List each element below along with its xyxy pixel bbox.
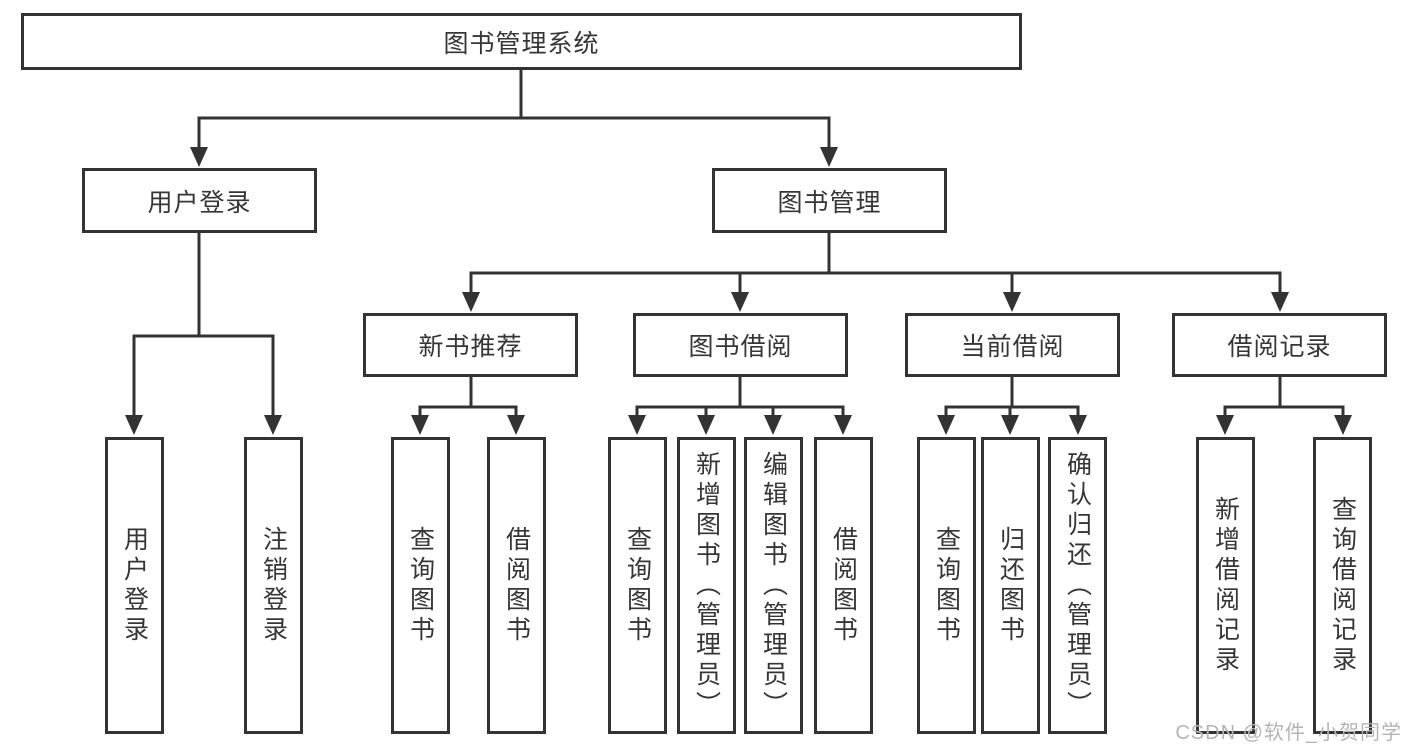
node-current-borrowing: 当前借阅: [905, 313, 1120, 377]
leaf-edit-books-admin: 编辑图书（管理员）: [744, 437, 803, 734]
node-book-borrowing: 图书借阅: [633, 313, 848, 377]
csdn-watermark: CSDN @软件_小贺同学: [1175, 722, 1402, 744]
leaf-confirm-return-admin: 确认归还（管理员）: [1048, 437, 1107, 734]
leaf-query-books-borrowing: 查询图书: [608, 437, 667, 734]
leaf-return-books: 归还图书: [981, 437, 1040, 734]
node-borrow-records: 借阅记录: [1172, 313, 1387, 377]
node-new-book-recommend: 新书推荐: [363, 313, 578, 377]
leaf-query-borrow-record: 查询借阅记录: [1313, 437, 1372, 734]
leaf-user-login: 用户登录: [105, 437, 164, 734]
node-library-system: 图书管理系统: [21, 13, 1022, 70]
leaf-add-borrow-record: 新增借阅记录: [1196, 437, 1255, 734]
leaf-add-books-admin: 新增图书（管理员）: [677, 437, 736, 734]
leaf-logout: 注销登录: [244, 437, 303, 734]
leaf-borrow-books-recommend: 借阅图书: [487, 437, 546, 734]
node-user-login: 用户登录: [82, 168, 317, 233]
leaf-query-books-current: 查询图书: [917, 437, 976, 734]
leaf-borrow-books-borrowing: 借阅图书: [814, 437, 873, 734]
node-book-management: 图书管理: [712, 168, 947, 233]
leaf-query-books-recommend: 查询图书: [391, 437, 450, 734]
